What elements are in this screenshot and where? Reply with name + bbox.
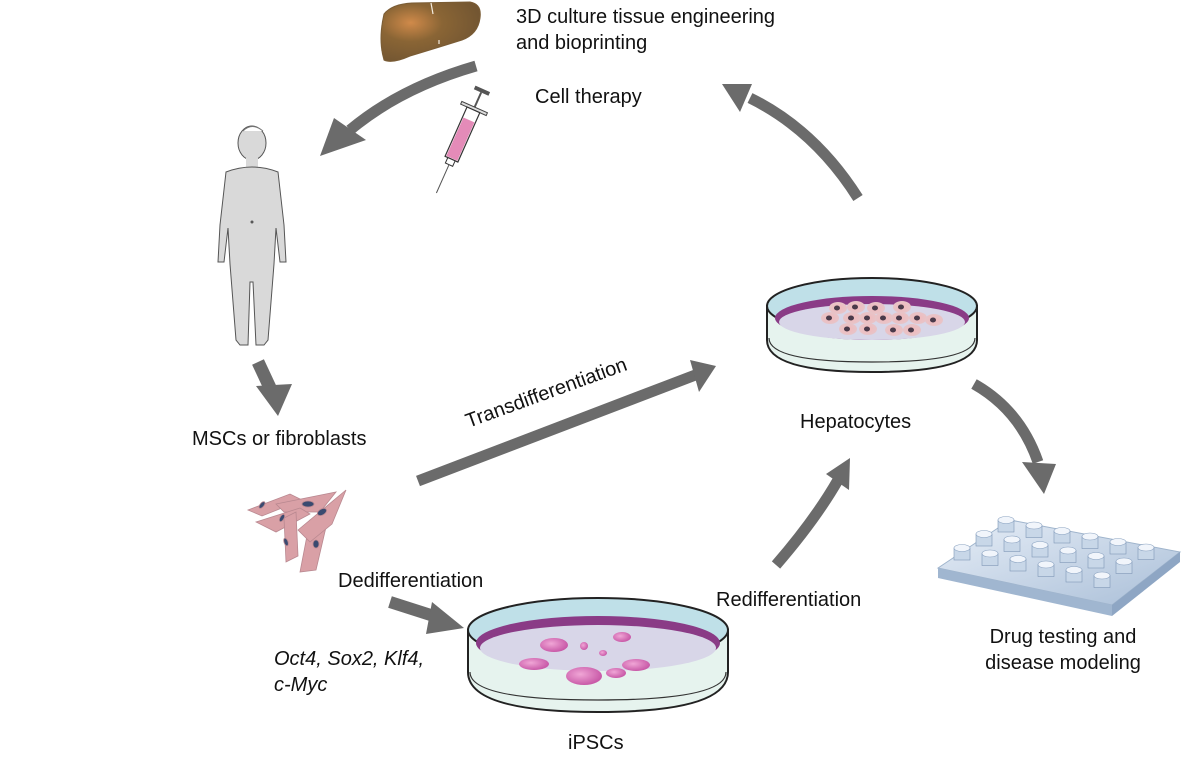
hepatocyte-cells xyxy=(821,301,943,336)
cell-nucleus xyxy=(896,315,902,321)
well-opening xyxy=(1031,541,1049,549)
well-opening xyxy=(1003,535,1021,544)
well-plate-wells xyxy=(953,516,1155,588)
cell-nucleus xyxy=(880,315,886,321)
well-opening xyxy=(997,516,1015,524)
well-opening xyxy=(975,530,993,538)
tissue-engineering-line-2: and bioprinting xyxy=(516,32,648,54)
well-opening xyxy=(1059,546,1077,555)
drug-testing-line-2: disease modeling xyxy=(985,652,1141,674)
cell-nucleus xyxy=(848,315,854,321)
well-opening xyxy=(1109,538,1127,546)
arrow-to-patient xyxy=(320,60,478,156)
well-opening xyxy=(1087,552,1105,560)
dedifferentiation-arrow xyxy=(388,596,464,634)
well-opening xyxy=(1093,571,1111,580)
cell-nucleus xyxy=(890,327,896,333)
fibroblast-cells-icon xyxy=(246,489,347,573)
well-opening xyxy=(1009,555,1027,563)
arrow-to-therapy xyxy=(722,84,863,201)
cell-therapy-label: Cell therapy xyxy=(535,86,642,108)
cell-nucleus xyxy=(864,315,870,321)
tissue-engineering-line-1: 3D culture tissue engineering xyxy=(516,6,776,28)
liver-icon xyxy=(380,1,481,62)
reprogramming-factors-label: Oct4, Sox2, Klf4, c-Myc xyxy=(274,646,424,698)
cell-nucleus xyxy=(844,326,850,332)
well-opening xyxy=(1025,521,1043,530)
cell-nucleus xyxy=(834,305,840,311)
well-opening xyxy=(981,549,999,558)
transdifferentiation-arrow xyxy=(416,360,716,487)
cell-nucleus xyxy=(826,315,832,321)
well-opening xyxy=(1081,532,1099,541)
drug-testing-label: Drug testing and disease modeling xyxy=(968,624,1158,676)
cell-nucleus xyxy=(864,326,870,332)
syringe-icon xyxy=(435,85,491,194)
cell-nucleus xyxy=(898,304,904,310)
factors-line-1: Oct4, Sox2, Klf4, xyxy=(274,648,425,670)
well-opening xyxy=(953,544,971,552)
well-opening xyxy=(1137,543,1155,552)
redifferentiation-arrow xyxy=(771,458,850,569)
cell-nucleus xyxy=(914,315,920,321)
petri-dish-icon xyxy=(467,597,729,714)
arrow-to-source-cells xyxy=(252,359,292,416)
tissue-engineering-label: 3D culture tissue engineering and biopri… xyxy=(516,4,775,56)
well-opening xyxy=(1037,560,1055,569)
well-opening xyxy=(1115,557,1133,566)
well-opening xyxy=(1065,566,1083,574)
cell-nucleus xyxy=(908,327,914,333)
drug-testing-line-1: Drug testing and xyxy=(989,626,1137,648)
ipscs-label: iPSCs xyxy=(568,732,624,754)
hepatocytes-label: Hepatocytes xyxy=(800,411,912,433)
well-opening xyxy=(1053,527,1071,535)
redifferentiation-label: Redifferentiation xyxy=(716,589,862,611)
arrow-to-drug-testing xyxy=(971,379,1056,494)
cell-nucleus xyxy=(872,305,878,311)
factors-line-2: c-Myc xyxy=(274,674,328,696)
human-body-icon xyxy=(217,125,287,346)
cell-nucleus xyxy=(852,304,858,310)
dedifferentiation-label: Dedifferentiation xyxy=(338,570,484,592)
cell-nucleus xyxy=(930,317,936,323)
source-cells-label: MSCs or fibroblasts xyxy=(192,428,367,450)
